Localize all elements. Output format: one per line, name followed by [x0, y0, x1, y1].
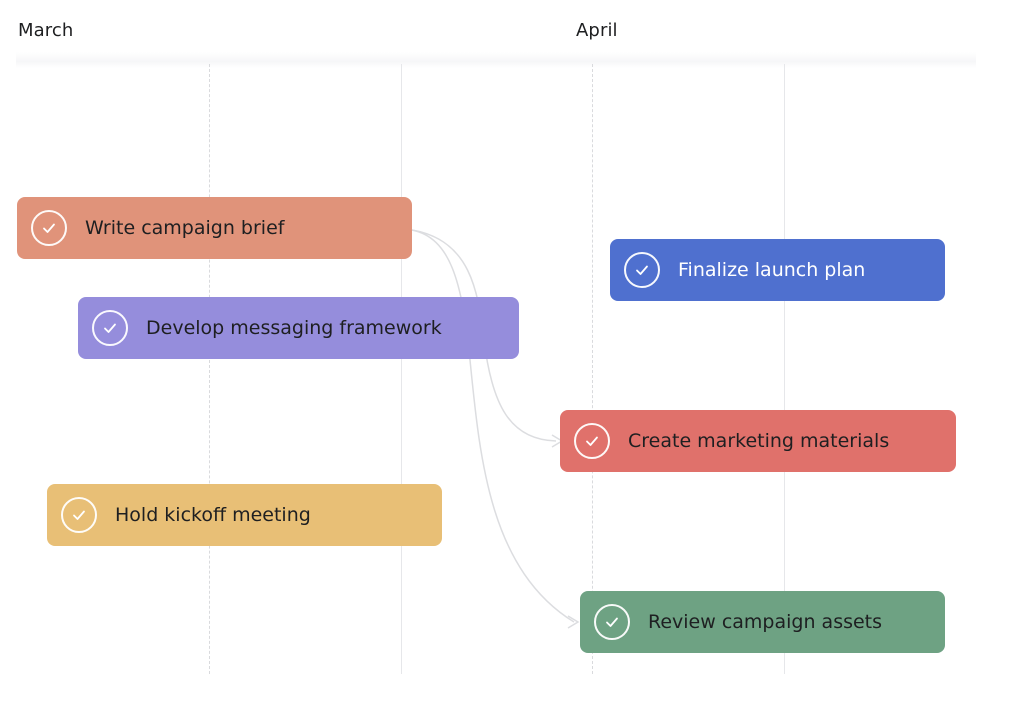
check-circle-icon[interactable]	[31, 210, 67, 246]
task-bar-create-marketing-materials[interactable]: Create marketing materials	[560, 410, 956, 472]
task-label: Finalize launch plan	[678, 259, 866, 281]
check-circle-icon[interactable]	[92, 310, 128, 346]
check-circle-icon[interactable]	[594, 604, 630, 640]
task-label: Develop messaging framework	[146, 317, 442, 339]
check-circle-icon[interactable]	[574, 423, 610, 459]
arrow-icon	[567, 615, 580, 629]
month-label-march: March	[18, 20, 74, 41]
week-gridline	[401, 64, 402, 674]
header-divider	[16, 52, 976, 68]
task-bar-develop-messaging-framework[interactable]: Develop messaging framework	[78, 297, 519, 359]
month-gridline	[592, 64, 593, 674]
task-label: Write campaign brief	[85, 217, 285, 239]
check-circle-icon[interactable]	[624, 252, 660, 288]
task-bar-review-campaign-assets[interactable]: Review campaign assets	[580, 591, 945, 653]
week-gridline	[784, 64, 785, 674]
task-label: Create marketing materials	[628, 430, 890, 452]
week-gridline	[209, 64, 210, 674]
task-bar-finalize-launch-plan[interactable]: Finalize launch plan	[610, 239, 945, 301]
month-label-april: April	[576, 20, 618, 41]
task-bar-write-campaign-brief[interactable]: Write campaign brief	[17, 197, 412, 259]
task-bar-hold-kickoff-meeting[interactable]: Hold kickoff meeting	[47, 484, 442, 546]
task-label: Review campaign assets	[648, 611, 883, 633]
task-label: Hold kickoff meeting	[115, 504, 311, 526]
dependency-line	[411, 229, 575, 623]
check-circle-icon[interactable]	[61, 497, 97, 533]
